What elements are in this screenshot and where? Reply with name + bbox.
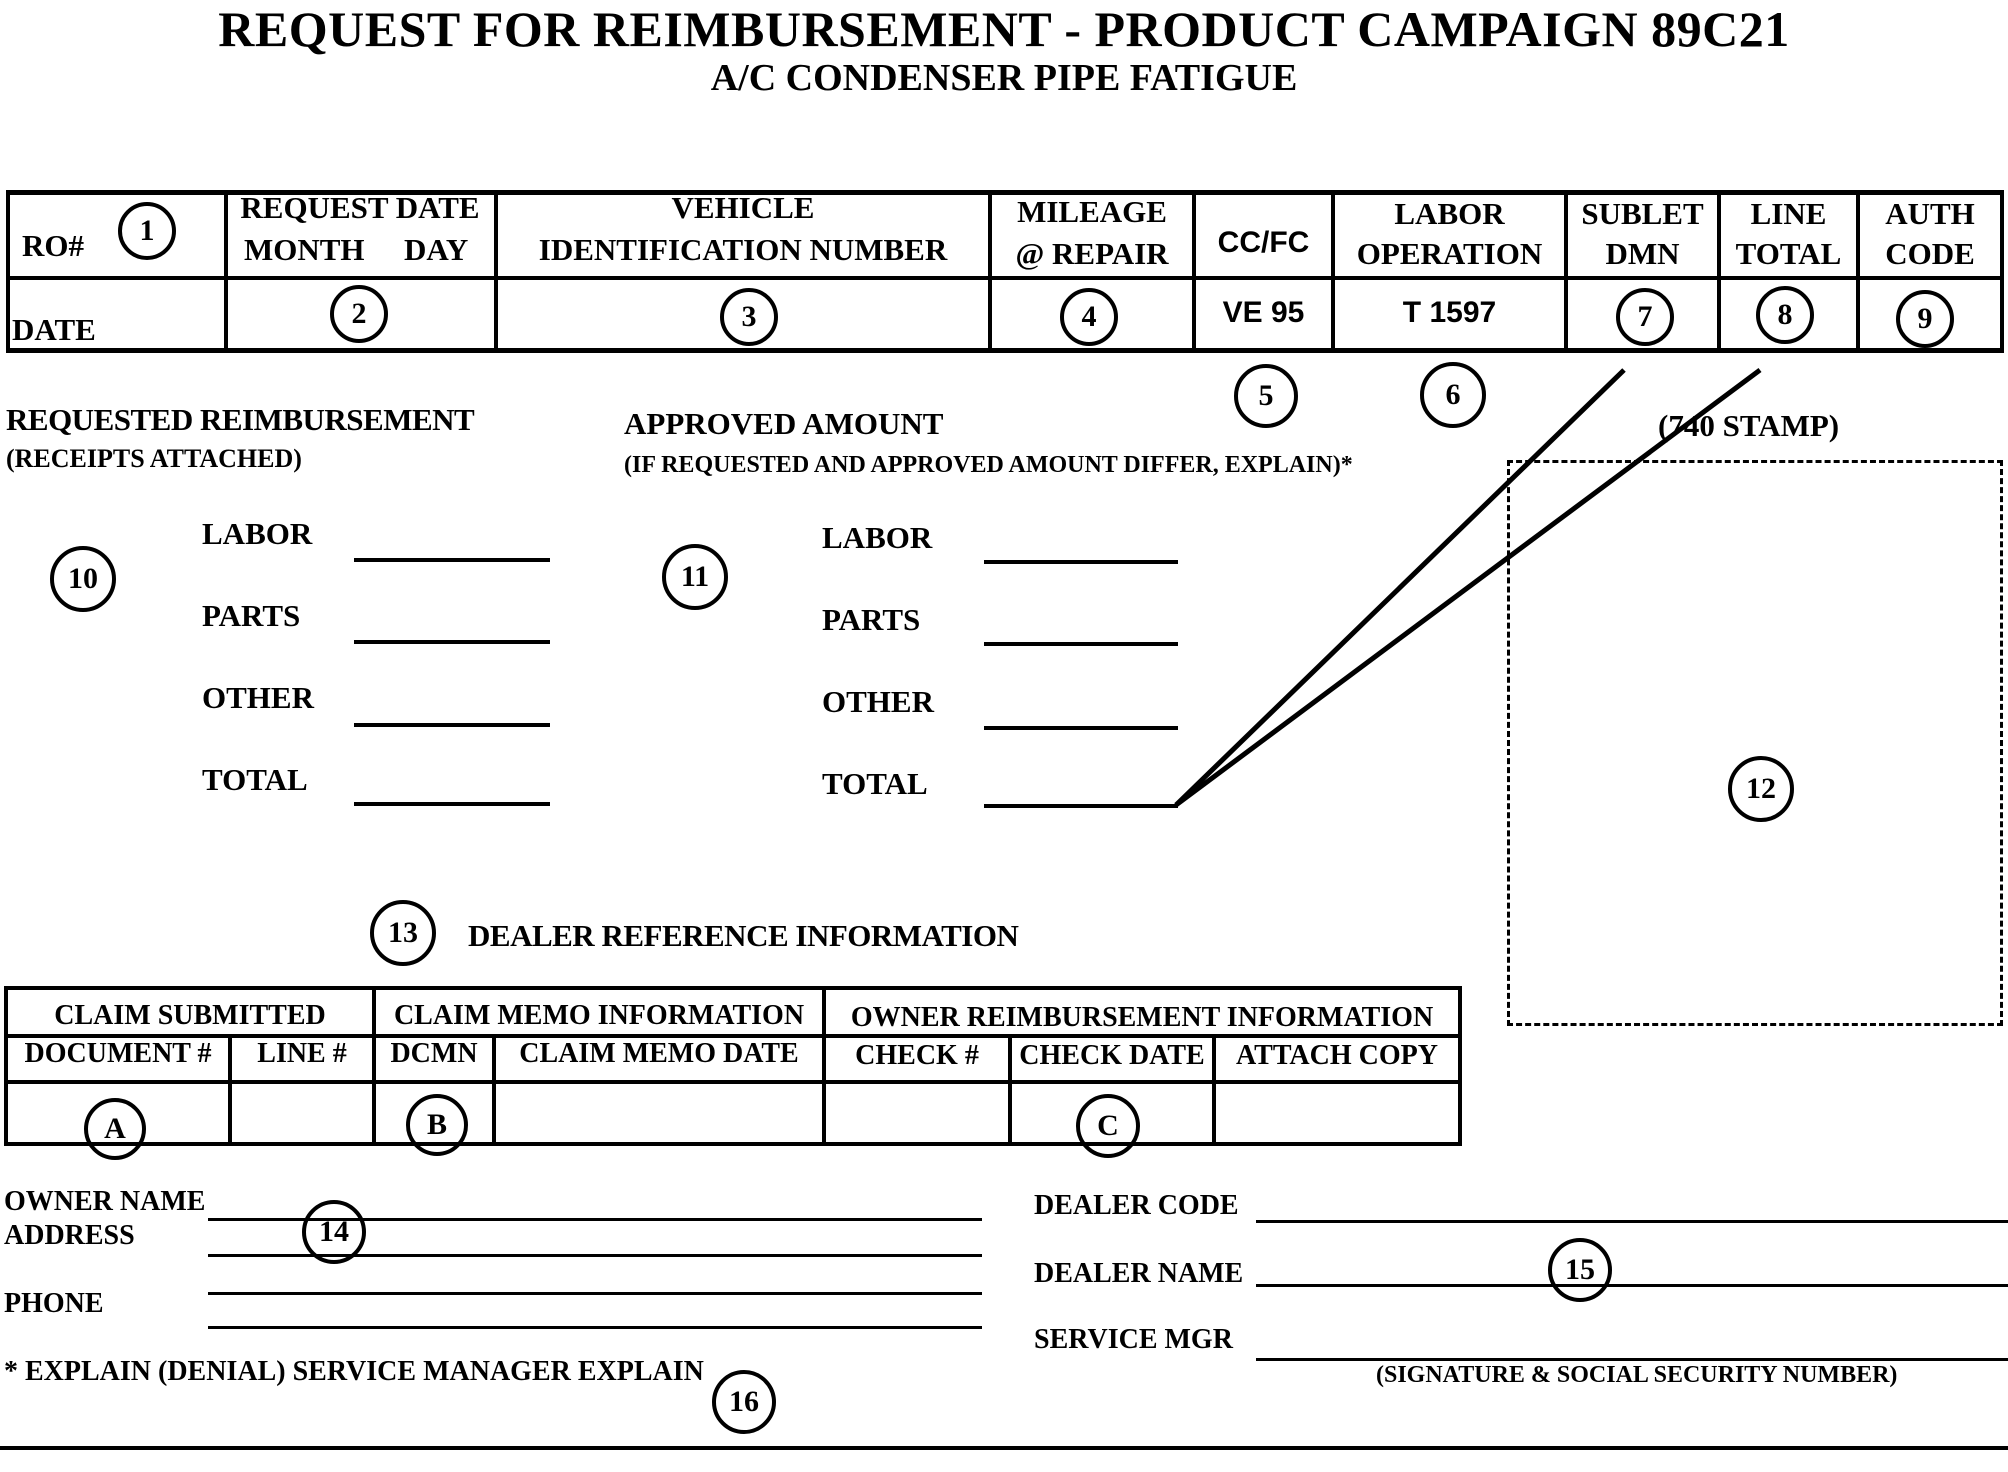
marker-12: 12 <box>1728 756 1794 822</box>
requested-other-label: OTHER <box>202 680 314 715</box>
requested-labor-field[interactable] <box>354 558 550 562</box>
dealer-code-field[interactable] <box>1256 1220 2008 1223</box>
marker-10: 10 <box>50 546 116 612</box>
ro-label: RO# <box>22 228 84 263</box>
marker-7: 7 <box>1616 288 1674 346</box>
requested-total-field[interactable] <box>354 802 550 806</box>
owner-name-field[interactable] <box>208 1218 982 1221</box>
dcmn-header: DCMN <box>390 1038 478 1069</box>
requested-total-label: TOTAL <box>202 762 308 797</box>
date-label: DATE <box>12 312 96 347</box>
form-title: REQUEST FOR REIMBURSEMENT - PRODUCT CAMP… <box>218 1 1790 57</box>
marker-1: 1 <box>118 202 176 260</box>
requested-reimbursement-title: REQUESTED REIMBURSEMENT <box>6 402 475 437</box>
phone-field[interactable] <box>208 1326 982 1329</box>
explain-label: * EXPLAIN (DENIAL) SERVICE MANAGER EXPLA… <box>4 1356 704 1387</box>
check-date-header: CHECK DATE <box>1019 1040 1205 1071</box>
claim-memo-info-header: CLAIM MEMO INFORMATION <box>393 1000 805 1031</box>
approved-total-field[interactable] <box>984 804 1178 808</box>
marker-13: 13 <box>370 900 436 966</box>
marker-6: 6 <box>1420 362 1486 428</box>
approved-labor-field[interactable] <box>984 560 1178 564</box>
marker-2: 2 <box>330 285 388 343</box>
mileage-label-line2: @ REPAIR <box>1015 236 1169 271</box>
sublet-label-line2: DMN <box>1605 236 1680 271</box>
vin-label-line1: VEHICLE <box>671 190 815 225</box>
address-field[interactable] <box>208 1254 982 1257</box>
marker-11: 11 <box>662 544 728 610</box>
stamp-box <box>1507 460 2003 1026</box>
dealer-name-label: DEALER NAME <box>1034 1258 1244 1289</box>
approved-other-field[interactable] <box>984 726 1178 730</box>
owner-name-label: OWNER NAME <box>4 1186 206 1217</box>
approved-amount-title: APPROVED AMOUNT <box>624 406 944 441</box>
line-total-label-line2: TOTAL <box>1735 236 1842 271</box>
service-mgr-field[interactable] <box>1256 1358 2008 1361</box>
dealer-code-label: DEALER CODE <box>1034 1190 1239 1221</box>
request-date-month-label: MONTH <box>244 232 365 267</box>
marker-3: 3 <box>720 288 778 346</box>
document-no-header: DOCUMENT # <box>24 1038 212 1069</box>
form-subtitle: A/C CONDENSER PIPE FATIGUE <box>710 57 1298 99</box>
marker-8: 8 <box>1756 286 1814 344</box>
vin-label-line2: IDENTIFICATION NUMBER <box>538 232 948 267</box>
labor-op-value: T 1597 <box>1402 296 1497 329</box>
ccfc-label: CC/FC <box>1217 226 1310 259</box>
requested-parts-field[interactable] <box>354 640 550 644</box>
owner-reimbursement-header: OWNER REIMBURSEMENT INFORMATION <box>850 1002 1434 1033</box>
claim-submitted-header: CLAIM SUBMITTED <box>54 1000 326 1031</box>
signature-note: (SIGNATURE & SOCIAL SECURITY NUMBER) <box>1376 1362 1898 1388</box>
approved-labor-label: LABOR <box>822 520 933 555</box>
approved-amount-subtitle: (IF REQUESTED AND APPROVED AMOUNT DIFFER… <box>624 452 1353 478</box>
marker-9: 9 <box>1896 290 1954 348</box>
requested-parts-label: PARTS <box>202 598 301 633</box>
dealer-name-field[interactable] <box>1256 1284 2008 1287</box>
check-no-header: CHECK # <box>855 1040 979 1071</box>
approved-other-label: OTHER <box>822 684 934 719</box>
marker-a: A <box>84 1098 146 1160</box>
request-date-label: REQUEST DATE <box>240 190 480 225</box>
service-mgr-label: SERVICE MGR <box>1034 1324 1233 1355</box>
marker-c: C <box>1076 1094 1140 1158</box>
marker-5: 5 <box>1234 364 1298 428</box>
labor-op-label-line1: LABOR <box>1394 196 1505 231</box>
marker-14: 14 <box>302 1200 366 1264</box>
requested-other-field[interactable] <box>354 723 550 727</box>
phone-label: PHONE <box>4 1288 104 1319</box>
claim-memo-date-header: CLAIM MEMO DATE <box>519 1038 799 1069</box>
address-field-line2[interactable] <box>208 1292 982 1295</box>
marker-4: 4 <box>1060 288 1118 346</box>
requested-labor-label: LABOR <box>202 516 313 551</box>
attach-copy-header: ATTACH COPY <box>1236 1040 1438 1071</box>
line-total-label-line1: LINE <box>1750 196 1827 231</box>
auth-code-label-line2: CODE <box>1885 236 1975 271</box>
approved-parts-field[interactable] <box>984 642 1178 646</box>
line-no-header: LINE # <box>257 1038 347 1069</box>
mileage-label-line1: MILEAGE <box>1017 194 1167 229</box>
auth-code-label-line1: AUTH <box>1885 196 1975 231</box>
dealer-reference-title: DEALER REFERENCE INFORMATION <box>468 918 1019 953</box>
approved-total-label: TOTAL <box>822 766 928 801</box>
marker-15: 15 <box>1548 1238 1612 1302</box>
marker-16: 16 <box>712 1370 776 1434</box>
address-label: ADDRESS <box>4 1220 135 1251</box>
requested-reimbursement-subtitle: (RECEIPTS ATTACHED) <box>6 444 302 473</box>
labor-op-label-line2: OPERATION <box>1356 236 1543 271</box>
explain-field[interactable] <box>0 1446 2008 1450</box>
ccfc-value: VE 95 <box>1222 296 1305 329</box>
sublet-label-line1: SUBLET <box>1581 196 1704 231</box>
marker-b: B <box>406 1094 468 1156</box>
stamp-label: (740 STAMP) <box>1658 408 1840 443</box>
request-date-day-label: DAY <box>404 232 469 267</box>
approved-parts-label: PARTS <box>822 602 921 637</box>
